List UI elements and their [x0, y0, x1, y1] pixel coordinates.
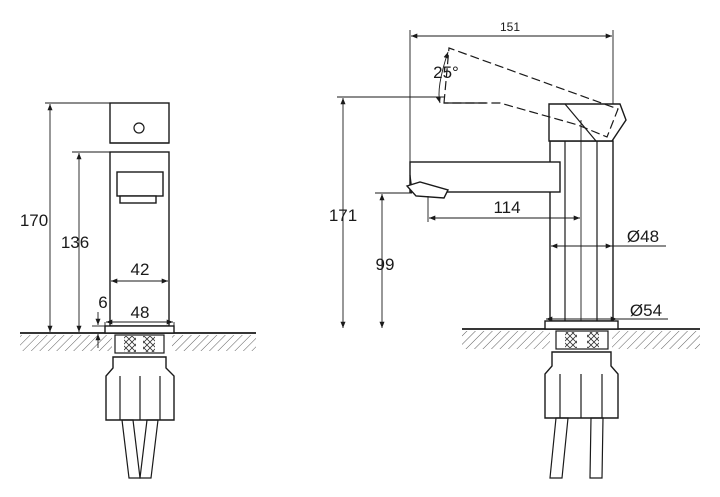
front-label-170: 170 — [20, 211, 48, 230]
front-dim-overall-height: 170 — [20, 102, 110, 332]
front-dim-base-thickness: 6 — [92, 293, 108, 348]
side-dim-base-diameter: Ø54 — [546, 301, 668, 322]
front-counter-surface — [20, 332, 256, 351]
side-label-151: 151 — [500, 20, 520, 34]
front-dim-base-width: 48 — [104, 303, 175, 327]
side-shank — [555, 330, 609, 350]
front-label-136: 136 — [61, 233, 89, 252]
front-hose-right — [139, 419, 159, 479]
front-base-flange — [104, 325, 175, 334]
side-lever-open — [443, 47, 619, 138]
side-faucet-body — [405, 47, 627, 479]
front-label-6: 6 — [98, 293, 107, 312]
front-faucet-body — [104, 102, 175, 479]
front-view: 170 136 42 48 6 — [20, 102, 256, 479]
front-lever-pin-icon — [133, 122, 145, 134]
front-label-48: 48 — [131, 303, 150, 322]
front-aerator-housing — [116, 171, 164, 197]
front-dim-body-width: 42 — [111, 260, 168, 284]
side-dim-body-diameter: Ø48 — [551, 227, 666, 249]
side-label-114: 114 — [493, 198, 520, 217]
side-label-dia48: Ø48 — [627, 227, 659, 246]
side-label-25deg: 25° — [433, 63, 459, 82]
side-hose-left — [549, 417, 569, 479]
front-dim-spout-height: 136 — [61, 151, 110, 332]
side-view: 151 25° 171 99 114 Ø48 — [329, 20, 700, 479]
side-label-171: 171 — [329, 206, 357, 225]
side-dim-overall-length: 151 — [409, 20, 614, 162]
side-lever-closed — [548, 103, 627, 142]
front-label-42: 42 — [131, 260, 150, 279]
side-label-99: 99 — [376, 255, 395, 274]
front-aerator — [119, 195, 157, 204]
side-dim-lever-angle: 25° — [433, 51, 459, 104]
side-hose-right — [589, 417, 604, 479]
side-label-dia54: Ø54 — [630, 301, 662, 320]
front-hose-left — [121, 419, 141, 479]
side-aerator — [405, 181, 450, 199]
side-dim-spout-reach: 114 — [427, 120, 582, 321]
side-base-flange — [544, 320, 619, 330]
side-dim-outlet-height: 99 — [375, 192, 412, 328]
side-counter-surface — [462, 328, 700, 349]
front-shank — [114, 334, 165, 354]
side-dim-overall-height: 171 — [329, 96, 444, 328]
